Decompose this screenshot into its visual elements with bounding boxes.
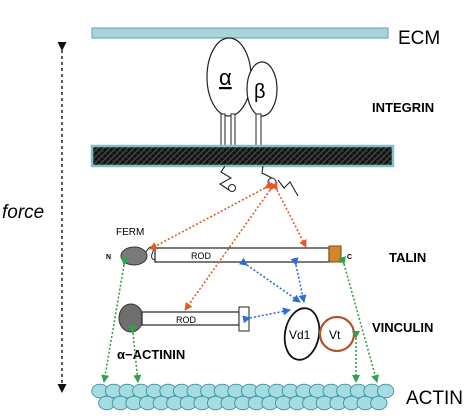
actin-monomer xyxy=(376,383,395,399)
vinculin-vd1 xyxy=(283,307,321,361)
vt-label: Vt xyxy=(329,328,341,342)
talin-rod xyxy=(154,247,330,263)
integrin-beta-tail xyxy=(261,165,273,179)
green-arrow-talin-tail-to-actin xyxy=(338,256,379,383)
actin-filament xyxy=(91,383,395,411)
integrin-beta-leg xyxy=(255,113,262,148)
talin-c-terminal-cap xyxy=(328,245,342,263)
orange-arrow-integrin-to-ferm xyxy=(149,181,274,250)
actinin-label: α−ACTININ xyxy=(117,347,185,362)
talin-ferm-head xyxy=(120,246,148,266)
actinin-head xyxy=(118,303,144,333)
ecm-bar xyxy=(91,27,389,39)
beta-label: β xyxy=(254,81,266,103)
integrin-beta-tail-knob xyxy=(267,177,277,187)
integrin-alpha-tail-knob xyxy=(228,184,236,192)
integrin-beta-subunit xyxy=(246,61,278,117)
force-label: force xyxy=(2,202,44,223)
orange-arrow-integrin-to-actinin xyxy=(184,181,278,311)
integrin-label: INTEGRIN xyxy=(372,100,434,115)
actin-label: ACTIN xyxy=(406,388,463,409)
orange-arrow-integrin-to-talin-rod xyxy=(270,181,307,248)
green-arrow-actinin-to-actin xyxy=(128,325,142,383)
blue-arrow-talin-to-vinculin-2 xyxy=(290,257,307,303)
blue-arrow-actinin-to-vinculin xyxy=(242,307,291,324)
actinin-end-box xyxy=(238,306,250,332)
talin-label: TALIN xyxy=(389,250,426,265)
integrin-alpha-leg-left xyxy=(220,113,226,148)
ferm-label: FERM xyxy=(116,227,144,238)
talin-rod-label: ROD xyxy=(191,251,212,261)
vinculin-label: VINCULIN xyxy=(372,320,433,335)
actin-monomer xyxy=(370,395,388,411)
vd1-label: Vd1 xyxy=(289,328,311,342)
blue-arrow-talin-to-vinculin-1 xyxy=(238,257,301,303)
ecm-label: ECM xyxy=(398,28,440,49)
integrin-alpha-leg-right xyxy=(230,113,236,148)
talin-n-terminus-label: N xyxy=(106,254,111,261)
cell-membrane xyxy=(90,144,395,168)
actinin-rod-label: ROD xyxy=(176,315,197,325)
talin-c-terminus-label: C xyxy=(347,254,352,261)
integrin-beta-tail-extension xyxy=(277,179,299,197)
alpha-label: α xyxy=(219,65,232,90)
